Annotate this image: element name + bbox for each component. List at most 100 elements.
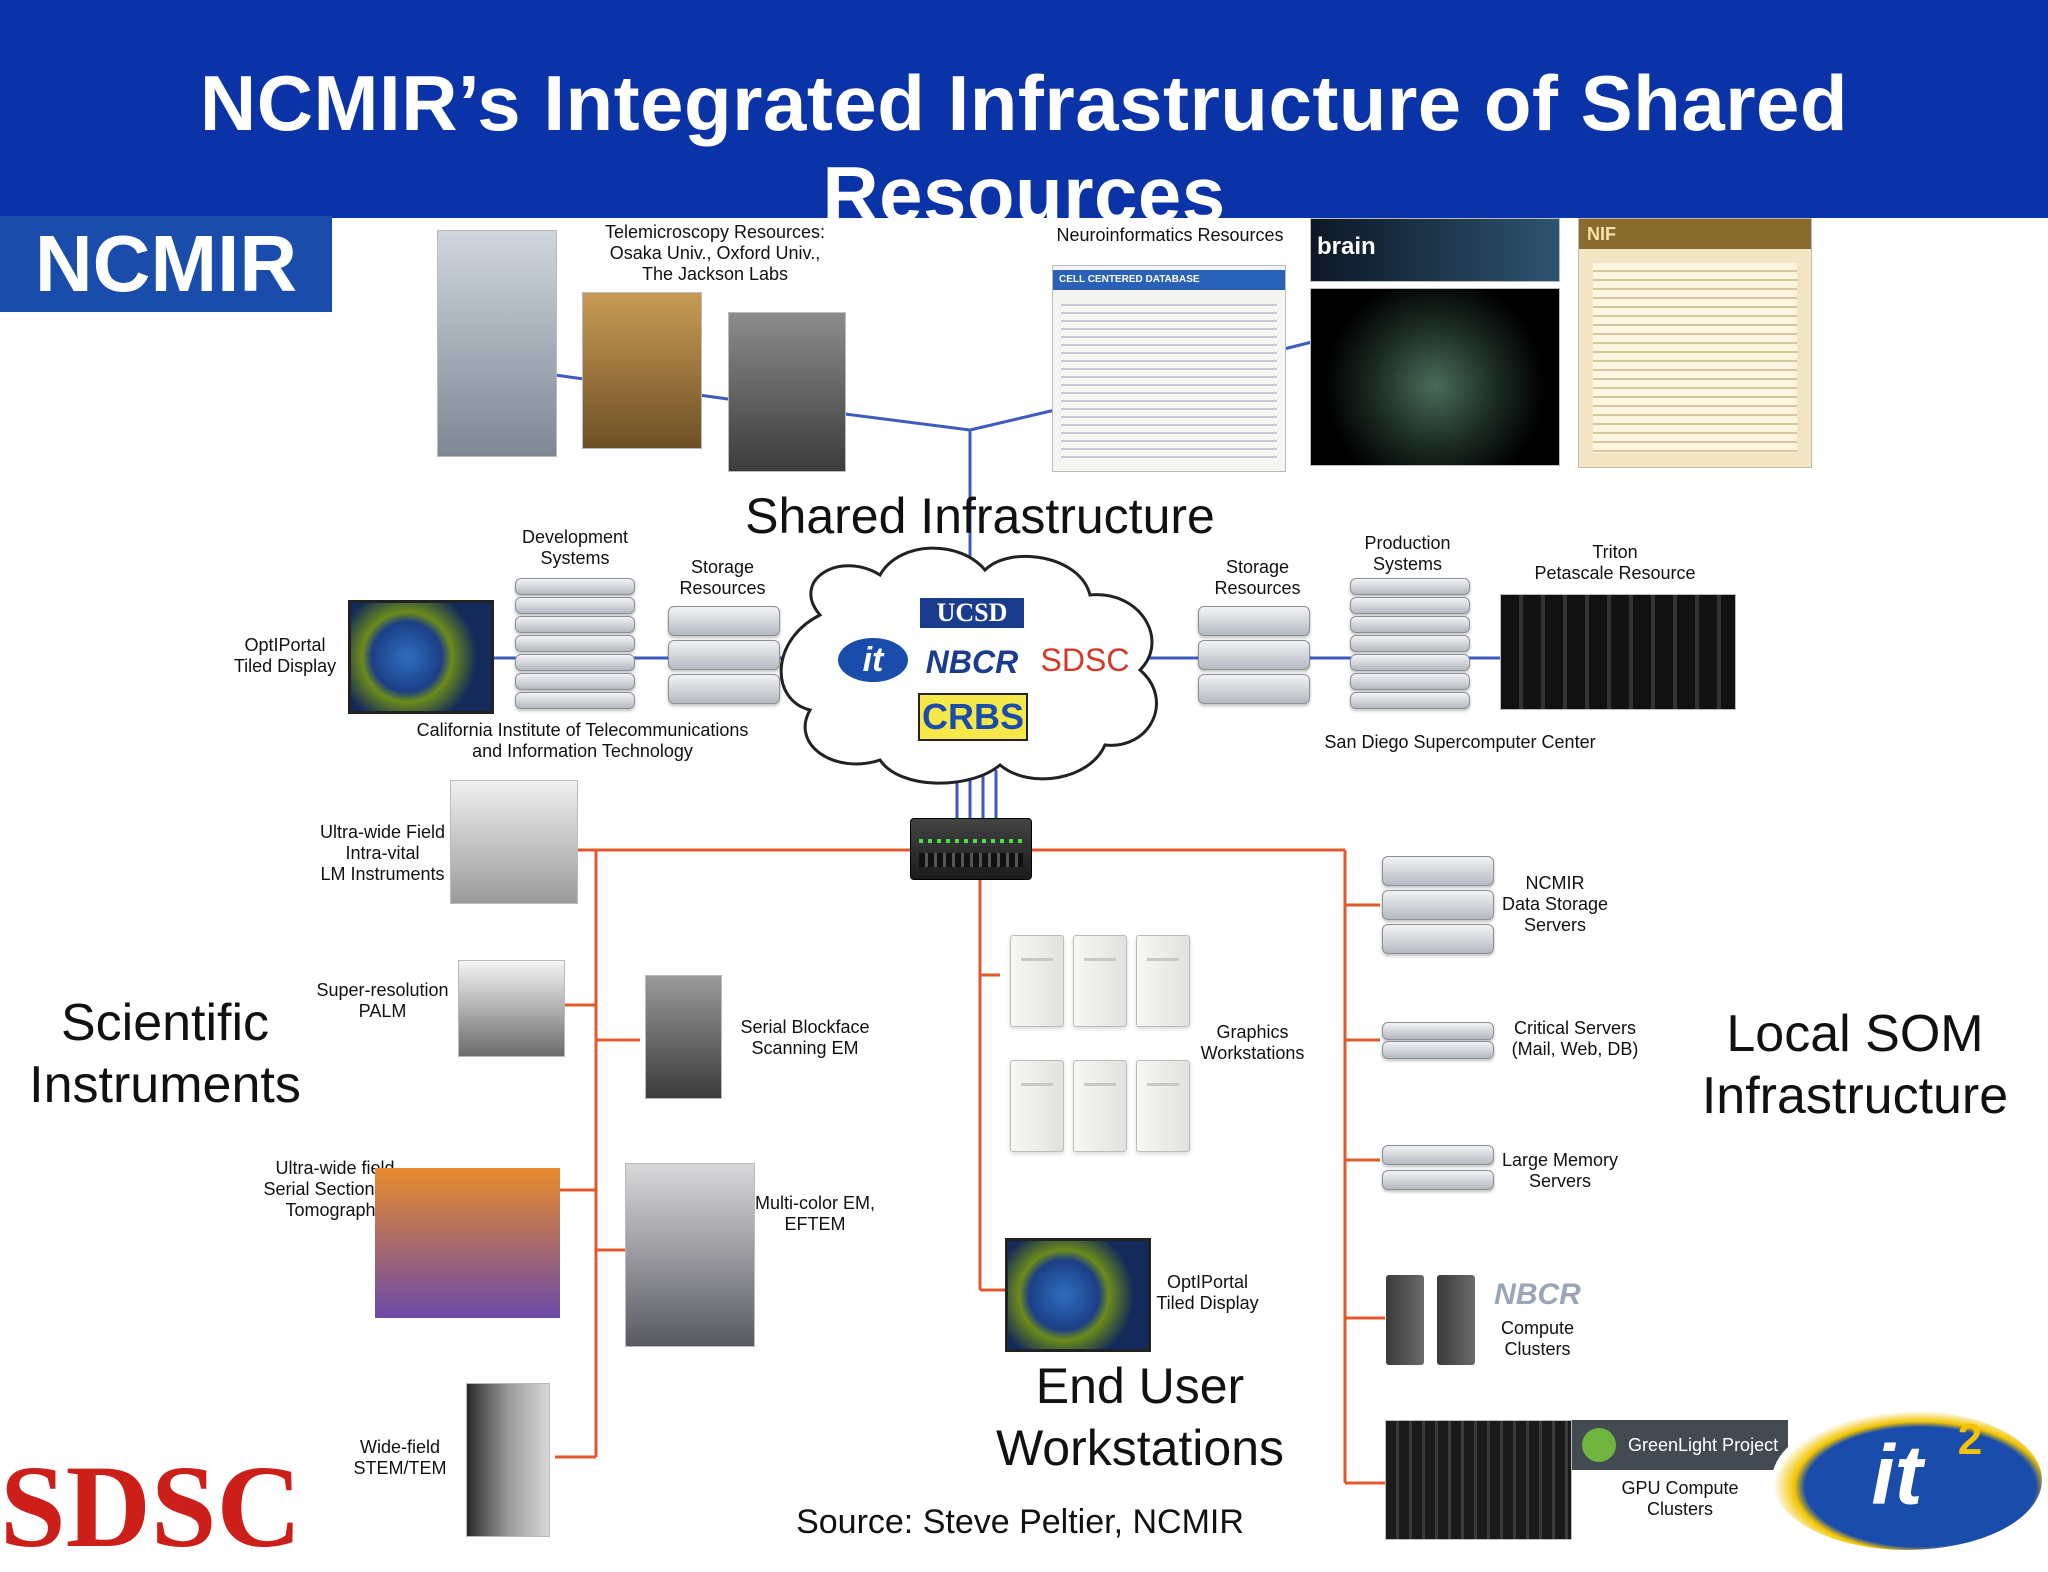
development-line-2: Systems — [540, 548, 610, 568]
storage-right-server — [1198, 674, 1310, 704]
large-memory-server — [1382, 1170, 1494, 1190]
shared-infrastructure-heading: Shared Infrastructure — [745, 488, 1215, 544]
title-banner — [0, 0, 2048, 218]
multicolor-em-photo — [625, 1163, 755, 1347]
ncmir-logo-text: NCMIR — [34, 219, 298, 308]
production-line-1: Production — [1364, 533, 1451, 553]
sdsc-logo: SDSC — [0, 1441, 302, 1572]
ultrawide-lm-label: Ultra-wide Field Intra-vital LM Instrume… — [305, 822, 460, 885]
greenlight-text: GreenLight Project — [1628, 1435, 1779, 1455]
nbcr-small-logo: NBCR — [1494, 1278, 1581, 1311]
development-systems-label: Development Systems — [505, 527, 645, 569]
ultrawide-em-line-3: Tomography — [285, 1200, 385, 1220]
network-switch — [910, 818, 1032, 880]
stem-tem-photo — [466, 1383, 550, 1537]
ncmir-storage-server — [1382, 890, 1494, 920]
scientific-instruments-heading: Scientific Instruments — [20, 992, 310, 1116]
dev-server — [515, 616, 635, 633]
triton-label: Triton Petascale Resource — [1510, 542, 1720, 584]
it2-logo-text: it — [1871, 1428, 1923, 1522]
storage-right-line-2: Resources — [1214, 578, 1301, 598]
lm-instrument-photo — [450, 780, 578, 904]
microscope-photo-3 — [728, 312, 846, 472]
storage-right-server — [1198, 606, 1310, 636]
local-som-line-1: Local SOM — [1726, 1005, 1984, 1063]
multicolor-line-2: EFTEM — [784, 1214, 846, 1234]
gpu-line-2: Clusters — [1646, 1499, 1713, 1519]
microscope-photo-2 — [582, 292, 702, 449]
compute-cluster-unit — [1437, 1275, 1475, 1365]
optiportal-bottom-line-2: Tiled Display — [1156, 1293, 1259, 1313]
large-memory-server — [1382, 1145, 1494, 1165]
ultrawide-em-line-1: Ultra-wide field — [275, 1158, 395, 1178]
telemicroscopy-line-3: The Jackson Labs — [641, 264, 789, 284]
crbs-logo: CRBS — [918, 693, 1028, 741]
production-systems-label: Production Systems — [1340, 533, 1475, 575]
palm-line-1: Super-resolution — [316, 980, 449, 1000]
widefield-line-1: Wide-field — [359, 1437, 441, 1457]
widefield-label: Wide-field STEM/TEM — [345, 1437, 455, 1479]
switch-ports — [919, 853, 1023, 867]
critical-line-1: Critical Servers — [1513, 1018, 1637, 1038]
telemicroscopy-line-1: Telemicroscopy Resources: — [604, 222, 826, 242]
scientific-line-2: Instruments — [29, 1056, 301, 1114]
production-server — [1350, 692, 1470, 709]
telemicroscopy-label: Telemicroscopy Resources: Osaka Univ., O… — [590, 222, 840, 285]
calit2-line-1: California Institute of Telecommunicatio… — [416, 720, 749, 740]
calit2-label: California Institute of Telecommunicatio… — [400, 720, 765, 762]
critical-server — [1382, 1022, 1494, 1040]
production-server — [1350, 616, 1470, 633]
switch-lights — [919, 839, 1023, 843]
ccdb-content — [1061, 298, 1277, 458]
power-icon — [1582, 1428, 1616, 1462]
serial-blockface-line-2: Scanning EM — [751, 1038, 859, 1058]
end-user-line-1: End User — [1035, 1358, 1245, 1414]
optiportal-top-display — [348, 600, 494, 714]
storage-left-server — [668, 674, 780, 704]
ncmir-storage-line-1: NCMIR — [1525, 873, 1585, 893]
triton-line-1: Triton — [1592, 542, 1638, 562]
critical-server — [1382, 1041, 1494, 1059]
dev-server — [515, 597, 635, 614]
ccdb-screenshot: CELL CENTERED DATABASE — [1052, 265, 1286, 472]
optiportal-top-label: OptIPortal Tiled Display — [215, 635, 355, 677]
it-cloud-logo: it — [838, 638, 908, 682]
ultrawide-lm-line-1: Ultra-wide Field — [319, 822, 446, 842]
ultrawide-em-line-2: Serial Section EM — [263, 1179, 407, 1199]
triton-line-2: Petascale Resource — [1534, 563, 1696, 583]
critical-line-2: (Mail, Web, DB) — [1511, 1039, 1639, 1059]
serial-blockface-label: Serial Blockface Scanning EM — [730, 1017, 880, 1059]
dev-server — [515, 692, 635, 709]
palm-label: Super-resolution PALM — [305, 980, 460, 1022]
workstation-tower — [1136, 1060, 1190, 1152]
ncmir-storage-server — [1382, 924, 1494, 954]
serial-blockface-line-1: Serial Blockface — [740, 1017, 870, 1037]
ucsd-logo: UCSD — [920, 598, 1024, 628]
brain-3d-render — [1310, 288, 1560, 466]
nif-logo: NIF — [1579, 219, 1811, 249]
production-server — [1350, 635, 1470, 652]
dev-server — [515, 654, 635, 671]
production-server — [1350, 673, 1470, 690]
workstation-tower — [1073, 935, 1127, 1027]
dev-server — [515, 635, 635, 652]
triton-rack-photo — [1500, 594, 1736, 710]
calit2-line-2: and Information Technology — [472, 741, 693, 761]
production-server — [1350, 578, 1470, 595]
production-server — [1350, 597, 1470, 614]
it2-logo: it 2 — [1772, 1410, 2042, 1550]
storage-left-line-1: Storage — [690, 557, 755, 577]
large-memory-line-2: Servers — [1528, 1171, 1591, 1191]
compute-clusters-label: Compute Clusters — [1480, 1318, 1595, 1360]
greenlight-badge: GreenLight Project — [1572, 1420, 1788, 1470]
ccdb-header: CELL CENTERED DATABASE — [1053, 270, 1285, 290]
sun-container-photo — [1385, 1420, 1572, 1540]
storage-left-server — [668, 606, 780, 636]
optiportal-bottom-label: OptIPortal Tiled Display — [1150, 1272, 1265, 1314]
whole-brain-banner: brain — [1310, 218, 1560, 282]
workstation-tower — [1073, 1060, 1127, 1152]
optiportal-top-line-2: Tiled Display — [233, 656, 337, 676]
sdsc-cloud-logo: SDSC — [1040, 642, 1130, 678]
storage-left-label: Storage Resources — [660, 557, 785, 599]
serial-section-em-render — [375, 1168, 560, 1318]
